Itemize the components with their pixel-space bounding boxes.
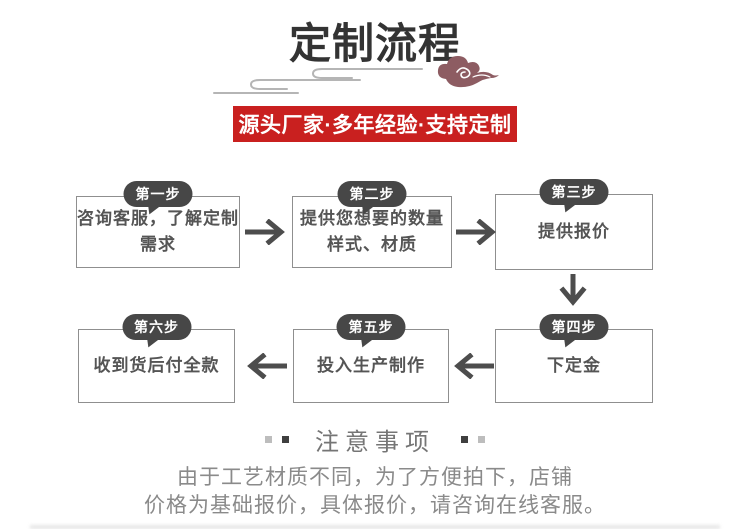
step-text: 提供您想要的数量: [300, 209, 444, 228]
page-title: 定制流程: [288, 20, 461, 67]
step-label-2: 第二步: [337, 181, 407, 217]
step-text: 需求: [140, 235, 176, 254]
bubble-tail: [144, 336, 159, 350]
step-box-5: 第五步 投入生产制作: [293, 314, 449, 403]
step-text: 咨询客服，了解定制: [77, 209, 239, 228]
arrow-left-icon: [454, 353, 494, 379]
step-box-3: 第三步 提供报价: [495, 179, 653, 270]
auspicious-cloud-icon: [437, 56, 499, 88]
notes-paragraph: 由于工艺材质不同，为了方便拍下，店铺 价格为基础报价，具体报价，请咨询在线客服。: [0, 464, 750, 520]
square-bullet-icon: [265, 436, 272, 443]
step-label-6-text: 第六步: [134, 319, 179, 335]
notes-heading: 注意事项: [315, 429, 435, 456]
step-box-4: 第四步 下定金: [495, 314, 653, 403]
notes-line-1: 由于工艺材质不同，为了方便拍下，店铺: [177, 466, 573, 489]
step-text: 样式、材质: [327, 235, 417, 254]
step-box-2: 第二步 提供您想要的数量 样式、材质: [292, 181, 452, 268]
step-label-5-text: 第五步: [348, 319, 394, 335]
arrow-left-icon: [247, 353, 287, 379]
notes-heading-row: 注意事项: [0, 422, 750, 457]
step-box-6: 第六步 收到货后付全款: [78, 314, 235, 403]
square-bullet-icon: [478, 436, 485, 443]
square-bullet-icon: [461, 436, 468, 443]
next-section-edge: [30, 525, 720, 529]
step-text: 收到货后付全款: [93, 356, 220, 375]
bubble-tail: [561, 201, 576, 215]
step-text: 投入生产制作: [317, 356, 425, 375]
arrow-right-icon: [245, 219, 285, 245]
step-label-3-text: 第三步: [551, 184, 597, 200]
bubble-tail: [561, 336, 576, 350]
arrow-down-icon: [559, 274, 587, 306]
step-label-1-text: 第一步: [135, 186, 181, 202]
step-label-1: 第一步: [123, 181, 193, 217]
step-text: 下定金: [547, 356, 601, 375]
cloud-scroll-line-decoration: [213, 68, 423, 94]
notes-line-2: 价格为基础报价，具体报价，请咨询在线客服。: [144, 494, 606, 517]
arrow-right-icon: [456, 219, 496, 245]
bubble-tail: [358, 336, 373, 350]
step-box-1: 第一步 咨询客服，了解定制 需求: [76, 181, 240, 268]
step-label-5: 第五步: [336, 314, 406, 350]
step-label-4: 第四步: [539, 314, 609, 350]
square-bullet-icon: [282, 436, 289, 443]
step-label-3: 第三步: [539, 179, 609, 215]
step-text: 提供报价: [538, 222, 610, 241]
step-label-6: 第六步: [122, 314, 191, 350]
promo-banner: 源头厂家·多年经验·支持定制: [233, 106, 517, 142]
step-label-4-text: 第四步: [551, 319, 597, 335]
step-label-2-text: 第二步: [349, 186, 395, 202]
